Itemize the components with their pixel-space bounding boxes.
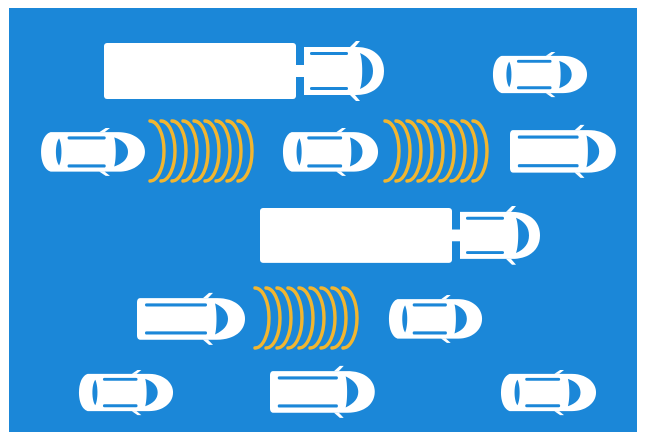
truck-lane-3 [260,206,540,265]
car-lane-2-middle [283,128,378,176]
van-lane-5 [270,366,375,418]
van-lane-2 [510,125,616,178]
van-lane-4 [137,293,245,345]
car-lane-1 [493,52,587,97]
car-lane-2-left [41,128,145,176]
car-lane-5-left [79,370,173,415]
car-lane-4 [389,295,482,343]
car-lane-5-right [501,370,596,415]
truck-lane-1 [104,41,384,101]
